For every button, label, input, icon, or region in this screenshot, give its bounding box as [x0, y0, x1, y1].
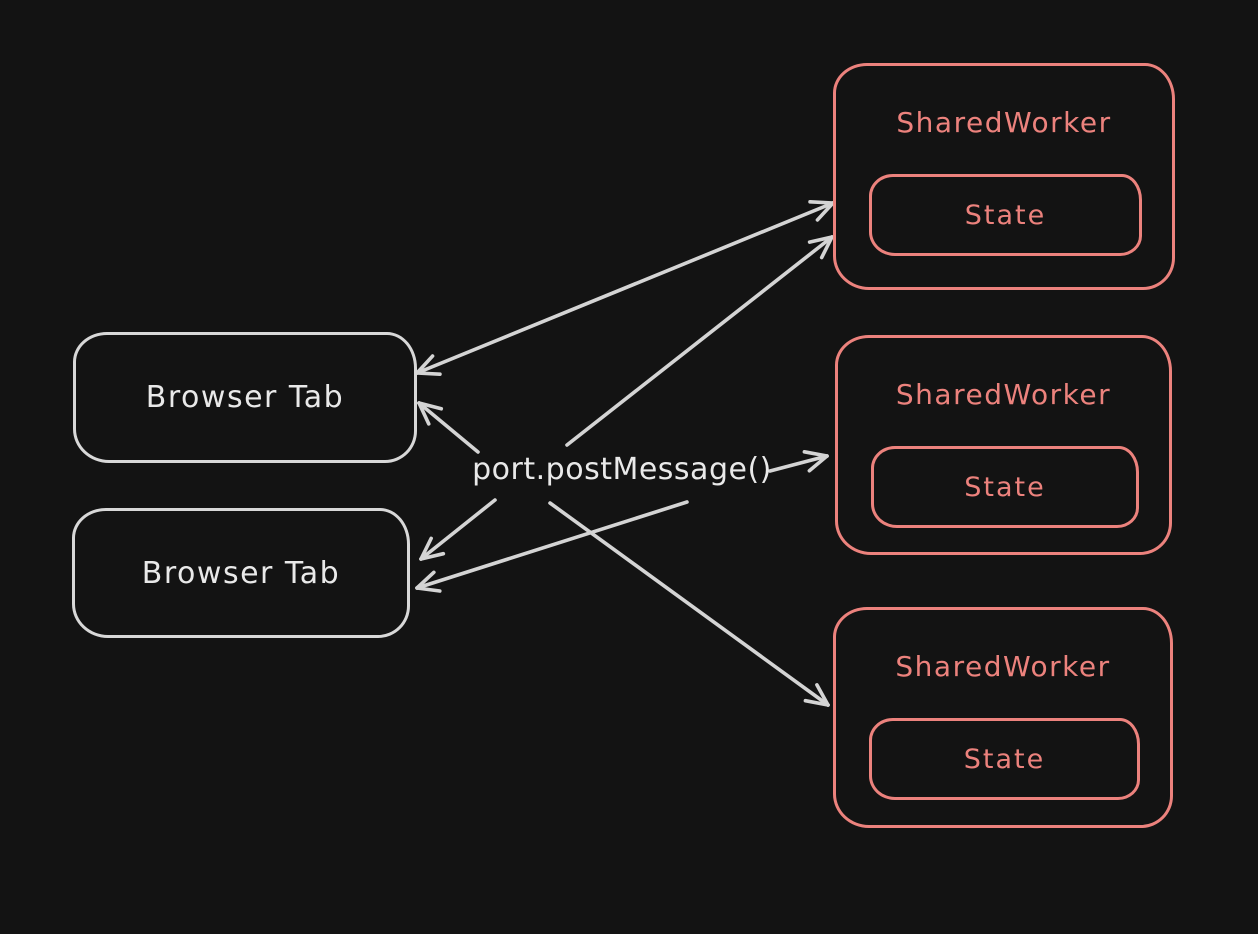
- shared-worker-3-title: SharedWorker: [895, 650, 1111, 683]
- browser-tab-2-label: Browser Tab: [141, 555, 341, 591]
- shared-worker-3-state-box: State: [869, 718, 1140, 800]
- browser-tab-1-node: Browser Tab: [73, 332, 417, 463]
- shared-worker-1-title: SharedWorker: [896, 106, 1112, 139]
- shared-worker-3-state-label: State: [963, 743, 1046, 775]
- browser-tab-2-node: Browser Tab: [72, 508, 410, 638]
- shared-worker-3-node: SharedWorker State: [833, 607, 1173, 828]
- shared-worker-1-state-label: State: [964, 199, 1047, 231]
- shared-worker-2-title: SharedWorker: [895, 378, 1112, 411]
- shared-worker-2-state-box: State: [871, 446, 1139, 528]
- shared-worker-1-node: SharedWorker State: [833, 63, 1175, 290]
- shared-worker-1-state-box: State: [869, 174, 1142, 256]
- shared-worker-2-state-label: State: [964, 471, 1046, 503]
- port-postmessage-label: port.postMessage(): [472, 452, 772, 487]
- browser-tab-1-label: Browser Tab: [145, 380, 345, 415]
- shared-worker-2-node: SharedWorker State: [835, 335, 1172, 555]
